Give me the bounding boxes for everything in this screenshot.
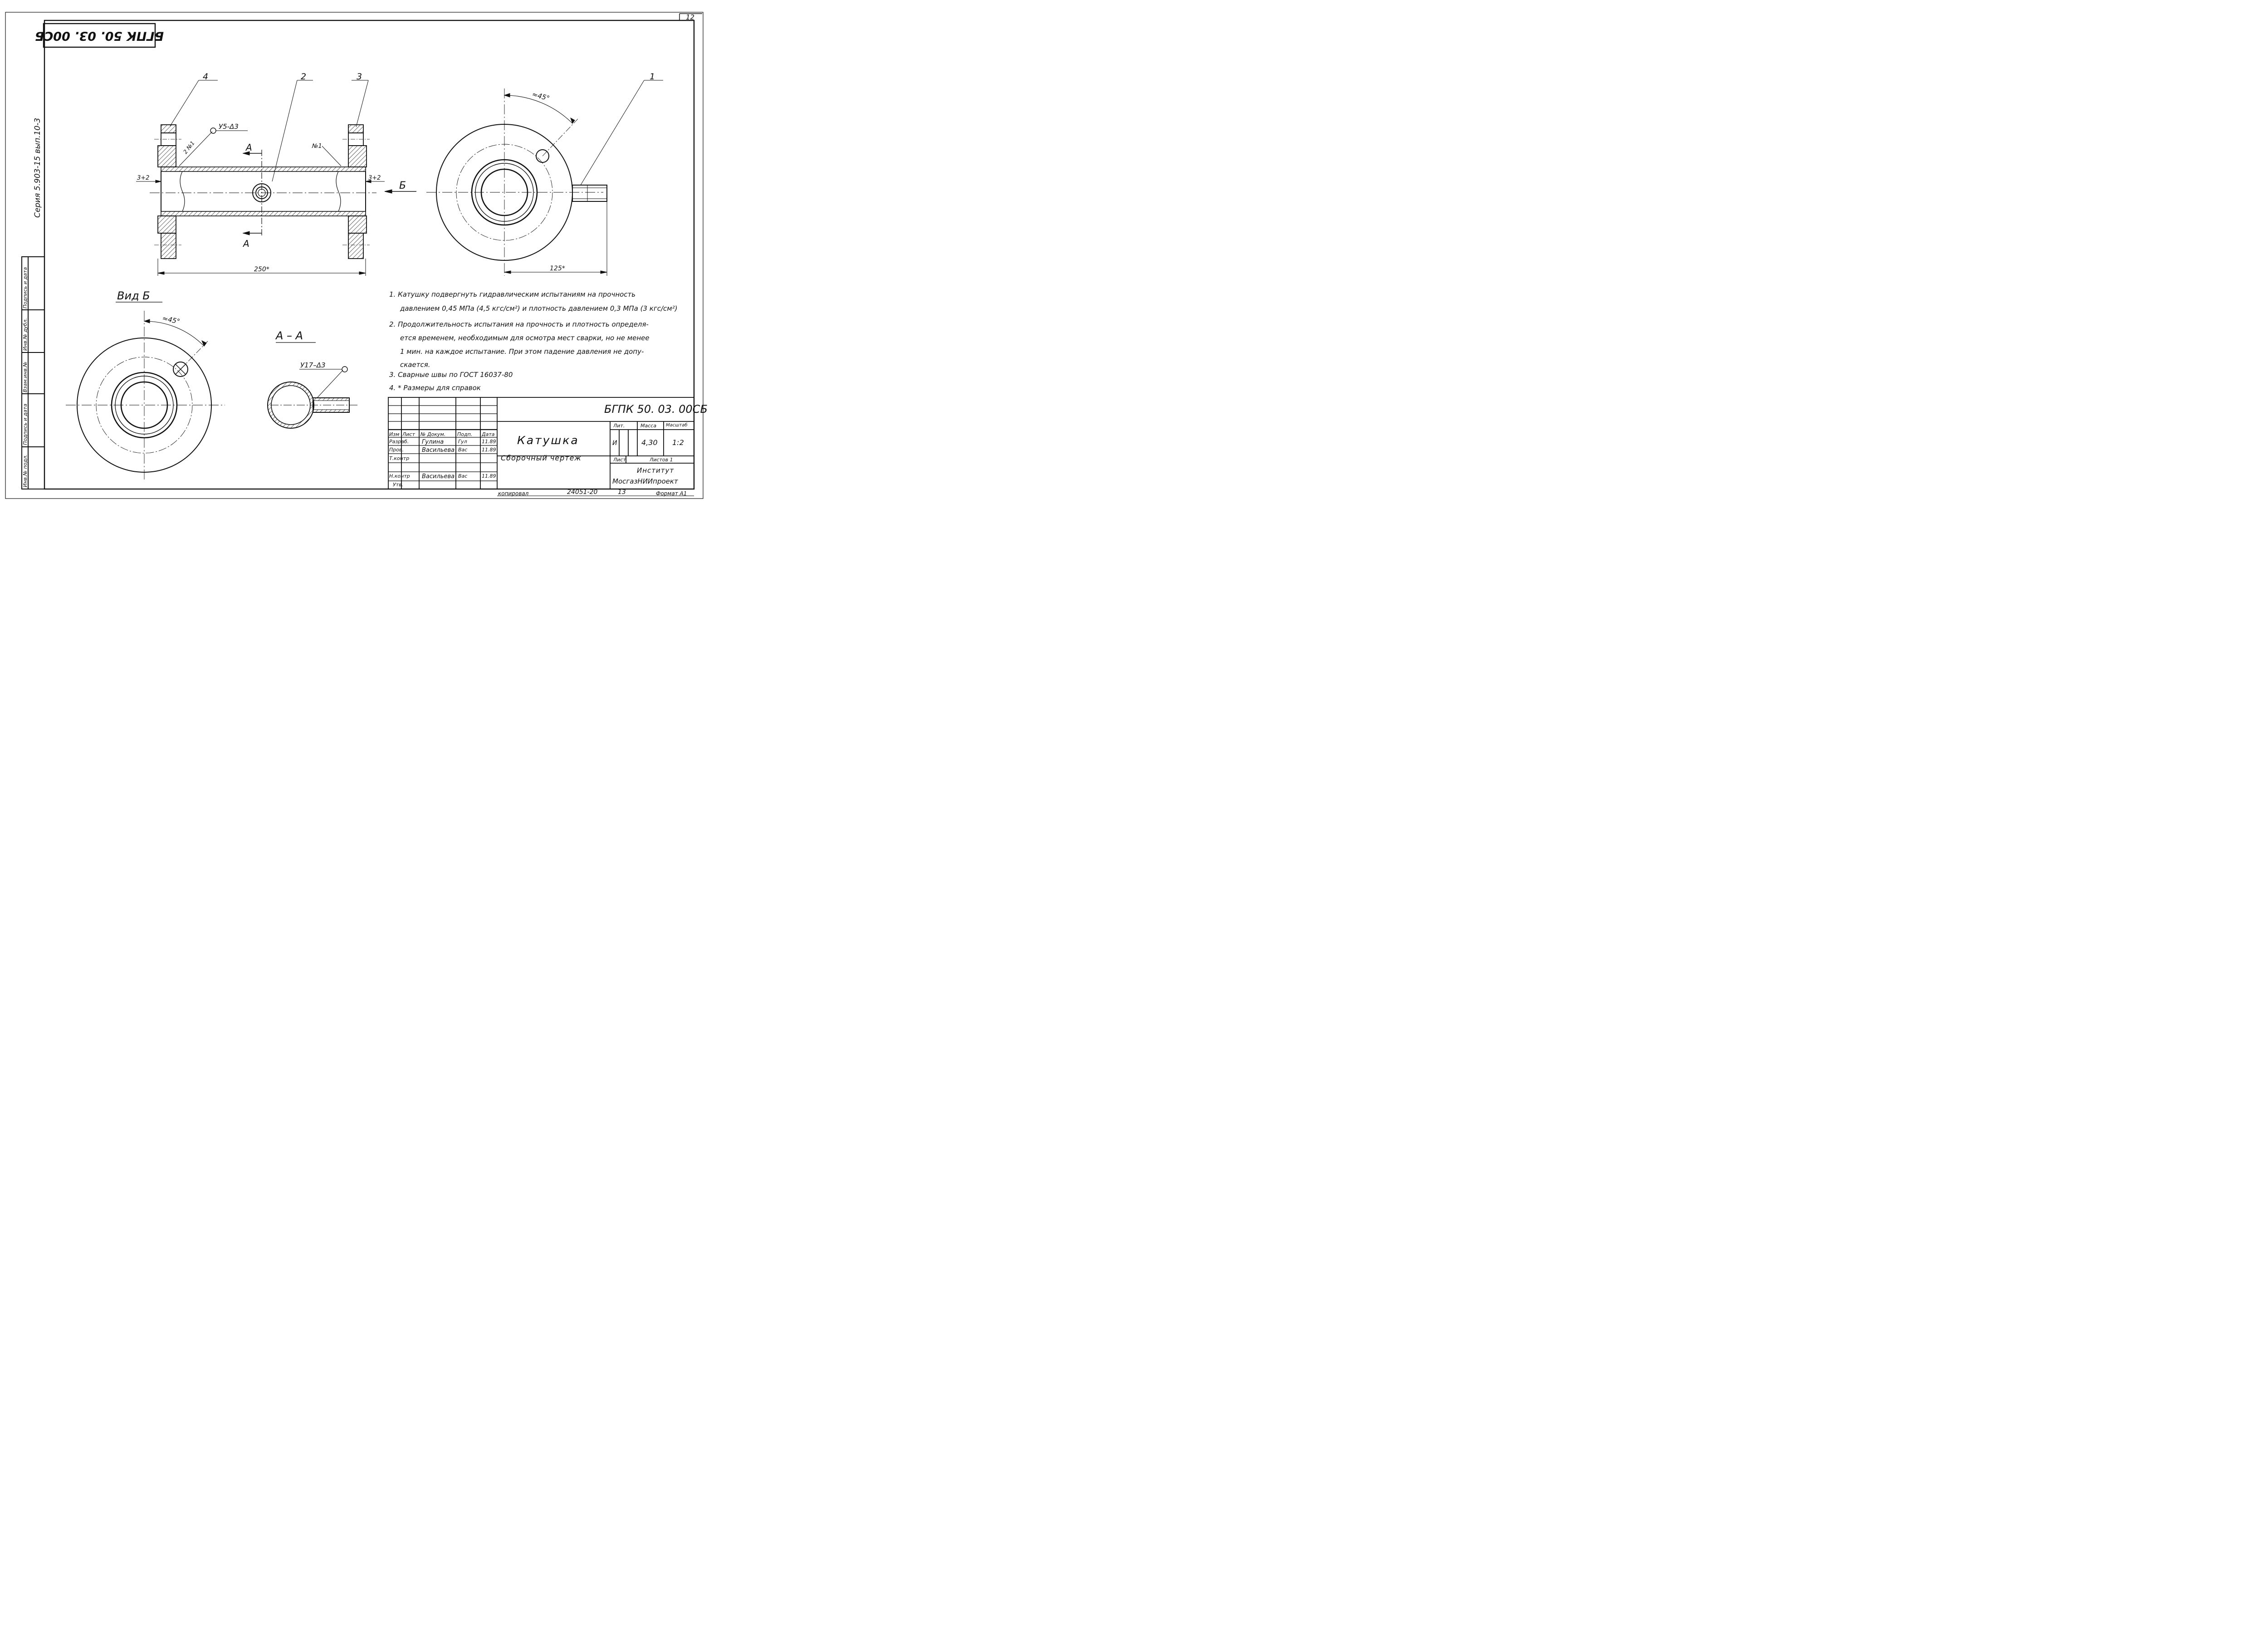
note-1-line-2: давлением 0,45 МПа (4,5 кгс/см²) и плотн… xyxy=(400,304,678,313)
col-header-sign: Подп. xyxy=(457,431,473,437)
strip-label-replace-inv: Взам.инв.№ xyxy=(22,362,28,392)
col-header-doc: № Докум. xyxy=(420,431,446,437)
drawing-sheet: 12 БГПК 50. 03. 00СБ Серия 5.903-15 вып.… xyxy=(5,12,704,499)
title-block-code: БГПК 50. 03. 00СБ xyxy=(604,403,708,416)
balloon-1: 1 xyxy=(650,72,655,82)
section-letter-top: А xyxy=(245,142,252,153)
date-norm-control: 11.89 xyxy=(482,473,496,479)
archive-number: 24051-20 xyxy=(567,489,598,496)
role-developer: Разраб. xyxy=(389,439,409,445)
role-checker: Пров. xyxy=(389,447,404,453)
strip-label-orig-inv: Инв.№ подл. xyxy=(22,455,28,487)
role-tech-control: Т.контр xyxy=(389,455,410,461)
drawing-type: Сборочный чертеж xyxy=(501,454,582,462)
role-norm-control: Н.контр xyxy=(389,473,410,479)
end-view-angle: ≈45° xyxy=(531,90,550,103)
side-strip xyxy=(21,256,45,489)
sheet-frame xyxy=(5,12,704,499)
note-2-line-4: скается. xyxy=(400,361,430,369)
mass-value: 4,30 xyxy=(641,438,658,447)
col-header-izm: Изм xyxy=(389,431,400,437)
title-block-frame xyxy=(388,397,694,489)
note-3: 3. Сварные швы по ГОСТ 16037-80 xyxy=(389,371,513,379)
sign-checker: Вас xyxy=(458,447,468,453)
sign-norm-control: Вас xyxy=(458,473,468,479)
mass-label: Масса xyxy=(640,423,657,429)
drawing-name: Катушка xyxy=(517,434,579,447)
balloon-3: 3 xyxy=(357,72,362,82)
org-line-1: Институт xyxy=(637,466,675,475)
code-stamp: БГПК 50. 03. 00СБ xyxy=(35,23,164,48)
note-2-line-2: ется временем, необходимым для осмотра м… xyxy=(400,334,650,342)
org-line-2: МосгазНИИпроект xyxy=(612,477,678,485)
lit-label: Лит. xyxy=(613,423,625,429)
sheets-label: Листов 1 xyxy=(650,457,673,463)
sign-developer: Гул xyxy=(458,439,467,445)
view-b-angle: ≈45° xyxy=(161,314,181,326)
note-4: 4. * Размеры для справок xyxy=(389,384,481,392)
name-developer: Гулина xyxy=(422,439,444,445)
lit-value: И xyxy=(612,440,617,447)
main-view xyxy=(136,80,416,276)
name-norm-control: Васильева xyxy=(422,473,455,480)
col-header-list: Лист xyxy=(402,431,415,437)
length-dimension: 250* xyxy=(254,266,269,273)
note-2-line-1: 2. Продолжительность испытания на прочно… xyxy=(389,320,649,328)
gap-dim-right: 3+2 xyxy=(368,175,381,181)
balloon-2: 2 xyxy=(301,72,306,82)
gap-dim-left: 3+2 xyxy=(137,175,149,181)
weld-mark-right: №1 xyxy=(312,143,322,150)
name-checker: Васильева xyxy=(422,447,455,454)
section-letter-bottom: А xyxy=(242,238,249,249)
strip-label-signdate-2: Подпись и дата xyxy=(22,404,28,445)
date-checker: 11.89 xyxy=(482,447,496,453)
view-b xyxy=(66,302,225,482)
balloon-4: 4 xyxy=(203,72,208,82)
col-header-date: Дата xyxy=(482,431,495,437)
section-aa-weld: У17–Δ3 xyxy=(300,361,326,369)
sheet-label: Лист xyxy=(613,457,626,463)
weld-symbol-left: У5-Δ3 xyxy=(219,122,239,131)
strip-label-dup-inv: Инв.№ дубл. xyxy=(22,318,28,351)
copied-by-label: копировал xyxy=(498,490,529,497)
end-view-dimension: 125* xyxy=(550,265,565,272)
code-stamp-text: БГПК 50. 03. 00СБ xyxy=(35,29,164,43)
series-label: Серия 5.903-15 вып.10-3 xyxy=(33,118,42,218)
section-aa-title: А – А xyxy=(275,329,303,342)
view-b-title: Вид Б xyxy=(117,289,150,302)
date-developer: 11.89 xyxy=(482,439,496,445)
section-aa xyxy=(267,342,358,429)
page-number: 12 xyxy=(686,13,694,21)
end-view xyxy=(426,80,663,276)
view-letter-b: Б xyxy=(399,180,406,191)
bottom-sheet-number: 13 xyxy=(618,489,626,496)
scale-value: 1:2 xyxy=(672,438,684,447)
format-label: Формат А1 xyxy=(656,490,687,497)
role-approver: Утв. xyxy=(393,482,404,488)
note-1-line-1: 1. Катушку подвергнуть гидравлическим ис… xyxy=(389,290,636,298)
weld-mark-left: 2 №1 xyxy=(182,140,196,155)
scale-label: Масштаб xyxy=(666,423,688,428)
strip-label-signdate-1: Подпись и дата xyxy=(22,267,28,308)
note-2-line-3: 1 мин. на каждое испытание. При этом пад… xyxy=(400,347,644,356)
